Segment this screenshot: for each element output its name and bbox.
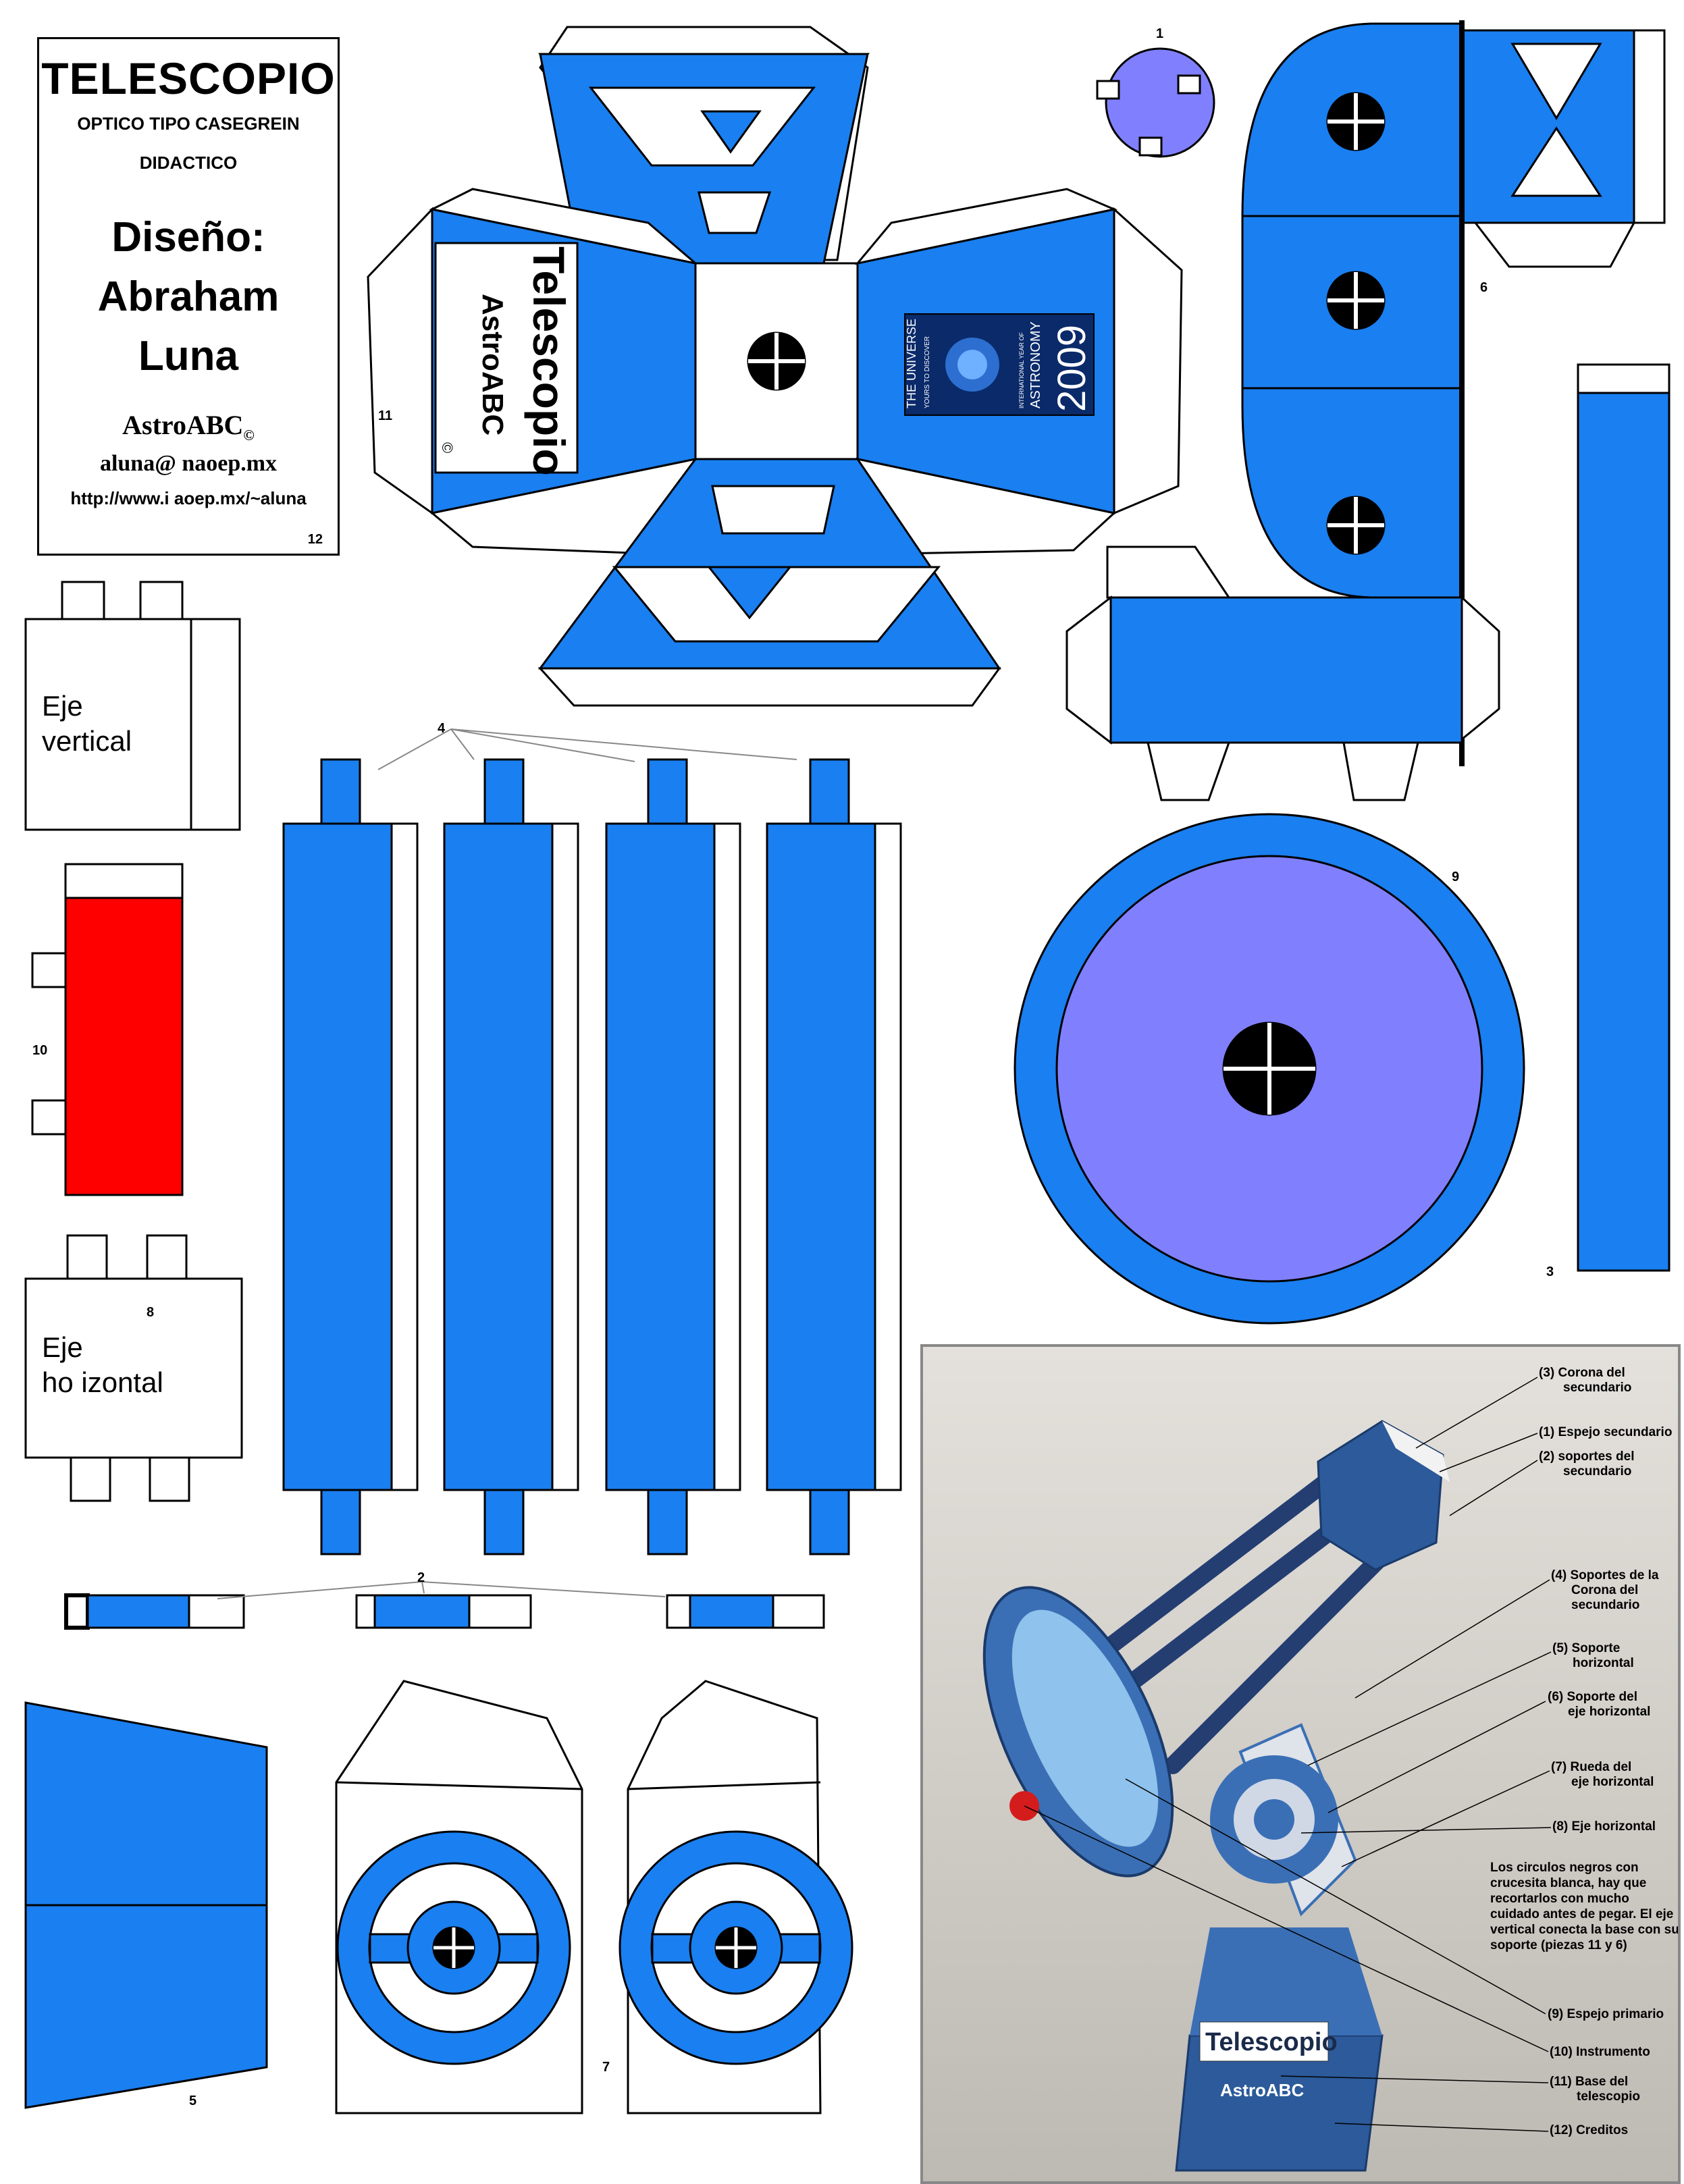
piece-number-4: 4 — [438, 721, 446, 736]
callout-5-line2: horizontal — [1573, 1656, 1634, 1670]
piece-4-leaders — [377, 728, 797, 770]
piece-number-9: 9 — [1452, 870, 1459, 884]
callout-11-line1: (11) Base del — [1550, 2075, 1629, 2089]
piece-8-eje-horizontal — [24, 1234, 243, 1502]
piece-4-struts — [282, 758, 902, 1555]
eje-vertical-line1: Eje — [42, 690, 83, 722]
instruction-note: Los circulos negros con crucesita blanca… — [1490, 1861, 1679, 1952]
piece-5-horizontal-support — [1065, 545, 1500, 801]
piece-7-wheels — [335, 1680, 853, 2114]
callout-10: (10) Instrumento — [1550, 2045, 1650, 2059]
credits-email: aluna@ naoep.mx — [99, 451, 278, 476]
piece-number-2: 2 — [417, 1570, 425, 1585]
callout-4-line2: Corona del — [1571, 1583, 1639, 1597]
callout-7-line1: (7) Rueda del — [1551, 1760, 1632, 1774]
logo-line2: YOURS TO DISCOVER — [924, 336, 931, 408]
photo-base-text: Telescopio — [1205, 2028, 1338, 2056]
piece-number-1: 1 — [1156, 26, 1163, 41]
design-label: Diseño: — [111, 214, 265, 261]
piece-number-12: 12 — [307, 532, 323, 547]
iya-2009-logo: THE UNIVERSE YOURS TO DISCOVER INTERNATI… — [904, 313, 1095, 416]
logo-line3: INTERNATIONAL YEAR OF — [1018, 332, 1025, 408]
piece-2-strips — [64, 1593, 825, 1630]
piece-number-11: 11 — [378, 408, 392, 423]
callout-4-line1: (4) Soportes de la — [1551, 1568, 1659, 1582]
eje-vertical-box — [24, 581, 241, 831]
piece-number-10: 10 — [32, 1043, 47, 1058]
piece-number-6: 6 — [1480, 280, 1488, 295]
piece-2-leaders — [217, 1581, 666, 1599]
callout-11-line2: telescopio — [1577, 2089, 1640, 2104]
callout-leaders — [1024, 1377, 1552, 2132]
logo-line4: ASTRONOMY — [1028, 321, 1043, 408]
callout-8: (8) Eje horizontal — [1552, 1819, 1656, 1834]
callout-12: (12) Creditos — [1550, 2123, 1629, 2137]
photo-base-brand: AstroABC — [1220, 2080, 1304, 2100]
callout-1: (1) Espejo secundario — [1539, 1425, 1673, 1439]
credits-subtitle: OPTICO TIPO CASEGREIN — [77, 113, 300, 134]
piece-3-strip — [1577, 363, 1670, 1272]
eje-horizontal-line1: Eje — [42, 1331, 83, 1363]
piece-10-instrument — [31, 863, 184, 1196]
callout-6-line1: (6) Soporte del — [1548, 1690, 1638, 1704]
callout-6-line2: eje horizontal — [1568, 1705, 1651, 1719]
callout-3-line2: secundario — [1563, 1381, 1632, 1395]
copyright-mark: © — [243, 427, 255, 444]
credits-url: http://www.i aoep.mx/~aluna — [70, 488, 307, 508]
piece-number-5: 5 — [189, 2094, 196, 2108]
credits-brand: AstroABC© — [39, 409, 338, 444]
credits-subtitle2: DIDACTICO — [139, 153, 238, 173]
label-c-mark: © — [439, 442, 456, 453]
telescope-illustration: Telescopio AstroABC — [982, 1420, 1450, 2172]
callout-2-line2: secundario — [1563, 1464, 1632, 1479]
logo-year: 2009 — [1050, 325, 1094, 412]
callout-3-line1: (3) Corona del — [1539, 1366, 1625, 1380]
callout-2-line1: (2) soportes del — [1539, 1449, 1635, 1464]
logo-line1: THE UNIVERSE — [905, 319, 918, 408]
eje-horizontal-label: Eje ho izontal — [42, 1330, 163, 1400]
piece-number-8: 8 — [147, 1305, 154, 1320]
callout-5-line1: (5) Soporte — [1552, 1641, 1621, 1655]
callout-4-line3: secundario — [1571, 1598, 1640, 1612]
credits-panel: TELESCOPIO OPTICO TIPO CASEGREIN DIDACTI… — [37, 37, 340, 556]
credits-title: TELESCOPIO — [41, 53, 336, 103]
piece-number-3: 3 — [1546, 1264, 1554, 1279]
eje-vertical-line2: vertical — [42, 725, 132, 757]
piece-6-support — [1241, 20, 1666, 766]
piece-1-secondary-mirror — [1096, 47, 1215, 158]
designer-last: Luna — [138, 333, 239, 379]
label-telescopio: Telescopio — [524, 246, 574, 476]
eje-vertical-label: Eje vertical — [42, 689, 132, 759]
piece-5-panel — [24, 1701, 268, 2109]
piece-11-body — [367, 26, 1183, 707]
label-astroabc: AstroABC — [476, 294, 509, 435]
callout-7-line2: eje horizontal — [1571, 1775, 1654, 1789]
brand-text: AstroABC — [122, 410, 244, 440]
designer-first: Abraham — [97, 273, 280, 320]
callout-9: (9) Espejo primario — [1548, 2007, 1664, 2021]
piece-9-primary-mirror — [1014, 813, 1525, 1325]
piece-number-7: 7 — [602, 2060, 610, 2075]
eje-horizontal-line2: ho izontal — [42, 1366, 163, 1398]
credits-design: Diseño: Abraham Luna — [39, 208, 338, 386]
